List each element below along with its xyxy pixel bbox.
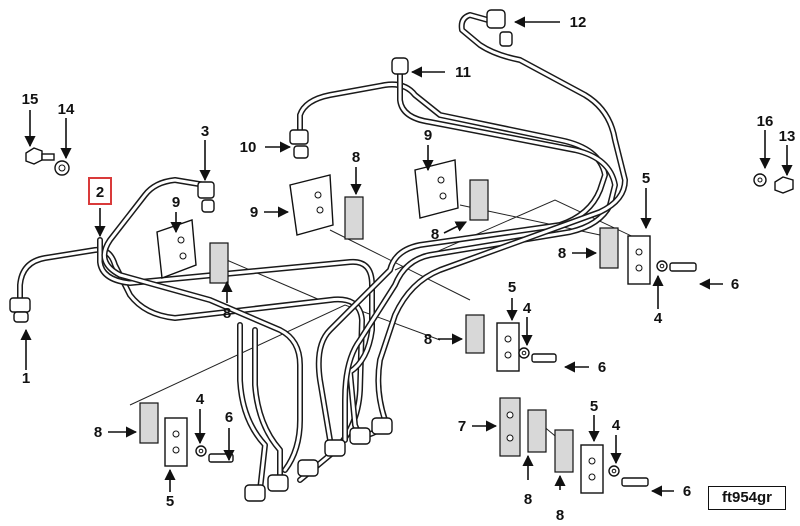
pipe-1 bbox=[17, 246, 365, 483]
clamp-plates bbox=[164, 235, 651, 494]
mounting-brackets bbox=[156, 159, 459, 279]
callout-9-middle[interactable]: 9 bbox=[250, 204, 258, 221]
callout-11[interactable]: 11 bbox=[455, 64, 471, 81]
callout-6-a[interactable]: 6 bbox=[731, 276, 739, 293]
callout-8-c[interactable]: 8 bbox=[431, 226, 439, 243]
callout-16[interactable]: 16 bbox=[757, 113, 774, 130]
callout-8-d[interactable]: 8 bbox=[558, 245, 566, 262]
pipe-clamps bbox=[139, 179, 619, 473]
callout-5-d[interactable]: 5 bbox=[590, 398, 598, 415]
callout-1[interactable]: 1 bbox=[22, 370, 30, 387]
callout-15[interactable]: 15 bbox=[22, 91, 39, 108]
figure-id-label: ft954gr bbox=[708, 486, 786, 510]
selected-callout-highlight bbox=[88, 177, 112, 205]
callout-arrows bbox=[20, 16, 793, 497]
callout-6-c[interactable]: 6 bbox=[225, 409, 233, 426]
callout-14[interactable]: 14 bbox=[58, 101, 75, 118]
pipe-fittings bbox=[9, 9, 513, 502]
callout-13[interactable]: 13 bbox=[779, 128, 796, 145]
injection-pipes bbox=[17, 12, 628, 493]
callout-6-d[interactable]: 6 bbox=[683, 483, 691, 500]
callout-5-a[interactable]: 5 bbox=[642, 170, 650, 187]
callout-12[interactable]: 12 bbox=[570, 14, 587, 31]
callout-8-b[interactable]: 8 bbox=[223, 305, 231, 322]
callout-10[interactable]: 10 bbox=[240, 139, 257, 156]
callout-5-c[interactable]: 5 bbox=[166, 493, 174, 510]
callout-6-b[interactable]: 6 bbox=[598, 359, 606, 376]
callout-8-f[interactable]: 8 bbox=[94, 424, 102, 441]
callout-9-left[interactable]: 9 bbox=[172, 194, 180, 211]
callout-4-c[interactable]: 4 bbox=[196, 391, 205, 408]
callout-8-e[interactable]: 8 bbox=[424, 331, 432, 348]
callout-8-a[interactable]: 8 bbox=[352, 149, 360, 166]
callout-4-d[interactable]: 4 bbox=[612, 417, 621, 434]
callout-2[interactable]: 2 bbox=[96, 184, 104, 201]
callout-8-g[interactable]: 8 bbox=[524, 491, 532, 508]
callout-3[interactable]: 3 bbox=[201, 123, 209, 140]
callout-9-right[interactable]: 9 bbox=[424, 127, 432, 144]
callout-4-a[interactable]: 4 bbox=[654, 310, 663, 327]
callout-labels: 1 2 3 15 14 10 11 12 16 13 9 9 9 8 8 8 8… bbox=[22, 14, 796, 524]
callout-8-h[interactable]: 8 bbox=[556, 507, 564, 524]
callout-4-b[interactable]: 4 bbox=[523, 300, 532, 317]
callout-5-b[interactable]: 5 bbox=[508, 279, 516, 296]
callout-7[interactable]: 7 bbox=[458, 418, 466, 435]
